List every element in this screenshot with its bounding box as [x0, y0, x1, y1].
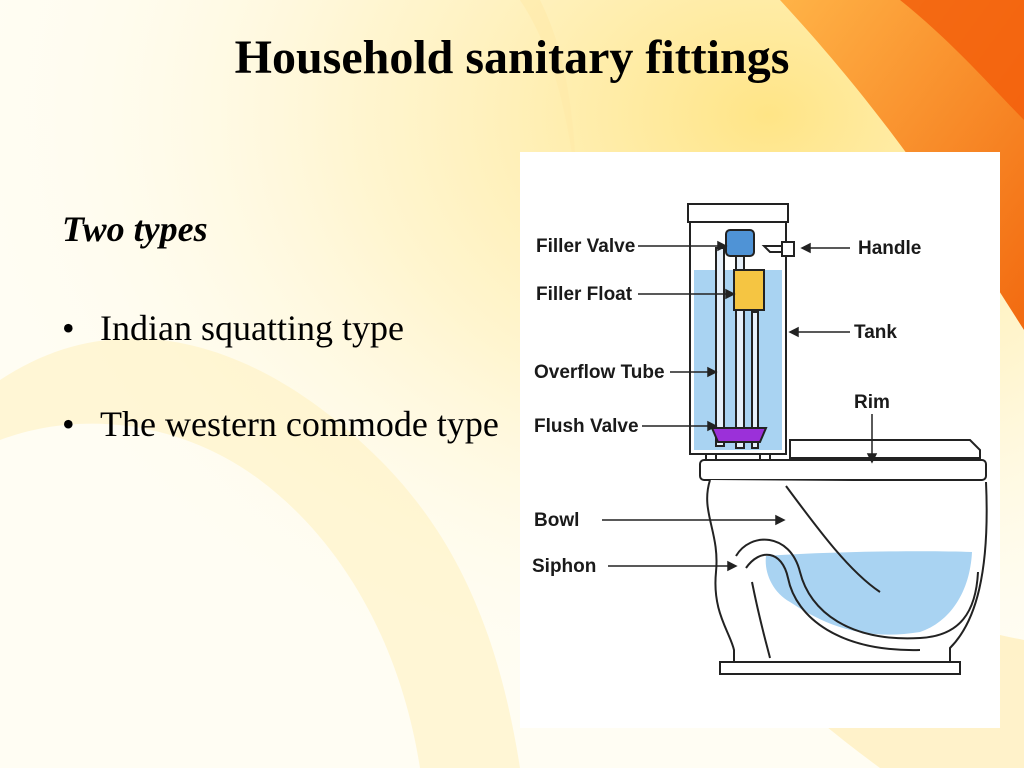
- label-tank: Tank: [854, 322, 897, 343]
- handle-knob: [781, 241, 795, 257]
- bullet-list: • Indian squatting type • The western co…: [62, 300, 532, 491]
- filler-float: [733, 269, 765, 311]
- toilet-diagram: Filler Valve Filler Float Overflow Tube …: [520, 152, 1000, 728]
- filler-valve: [725, 229, 755, 257]
- label-rim: Rim: [854, 392, 890, 413]
- toilet-diagram-svg: Filler Valve Filler Float Overflow Tube …: [532, 203, 988, 675]
- tank-lid: [687, 203, 789, 223]
- label-overflow-tube: Overflow Tube: [534, 362, 665, 383]
- seat-lid: [789, 439, 981, 459]
- siphon-outlet: [751, 581, 771, 659]
- bowl-water: [765, 551, 972, 635]
- bullet-dot: •: [62, 308, 75, 348]
- siphon-inner: [745, 553, 921, 652]
- float-rod: [751, 311, 759, 449]
- label-filler-valve: Filler Valve: [536, 236, 635, 257]
- overflow-tube: [715, 247, 725, 447]
- slide-subtitle: Two types: [62, 209, 208, 249]
- label-flush-valve: Flush Valve: [534, 416, 639, 437]
- flush-valve: [710, 427, 768, 443]
- bullet-item-western: • The western commode type: [62, 396, 532, 454]
- bullet-dot: •: [62, 403, 75, 444]
- bowl-base: [719, 661, 961, 675]
- label-siphon: Siphon: [532, 556, 596, 577]
- bowl-inner: [785, 485, 881, 593]
- bullet-item-indian: • Indian squatting type: [62, 300, 532, 358]
- label-filler-float: Filler Float: [536, 284, 633, 305]
- label-handle: Handle: [858, 238, 921, 259]
- label-bowl: Bowl: [534, 510, 579, 531]
- bowl-rim: [699, 459, 987, 481]
- slide-title: Household sanitary fittings: [234, 31, 790, 84]
- siphon-outer: [735, 538, 979, 640]
- bullet-text: The western commode type: [100, 403, 499, 444]
- bullet-text: Indian squatting type: [100, 308, 404, 348]
